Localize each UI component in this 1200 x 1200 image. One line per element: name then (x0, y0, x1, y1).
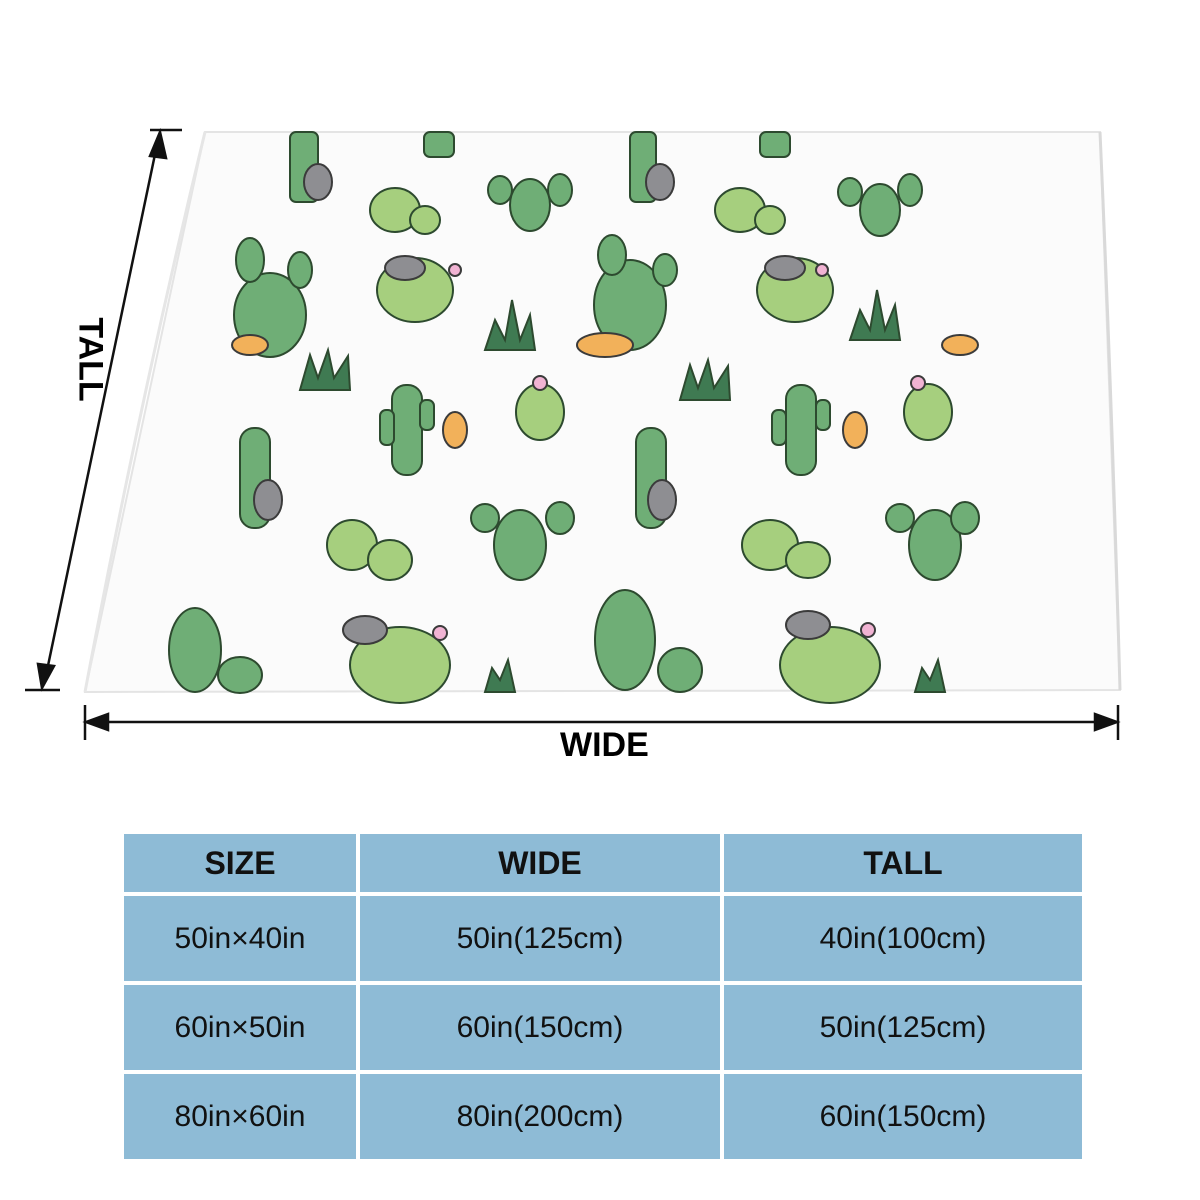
tall-label: TALL (71, 317, 110, 402)
cat-orange (231, 332, 979, 449)
header-size: SIZE (124, 834, 356, 892)
header-wide: WIDE (360, 834, 720, 892)
cell-size: 60in×50in (124, 985, 356, 1070)
size-table: SIZE WIDE TALL 50in×40in 50in(125cm) 40i… (120, 830, 1086, 1163)
cactus-prickly-pear (168, 173, 980, 694)
flower (432, 263, 926, 641)
cell-wide: 80in(200cm) (360, 1074, 720, 1159)
wide-label: WIDE (560, 726, 649, 764)
table-row: 80in×60in 80in(200cm) 60in(150cm) (124, 1074, 1082, 1159)
succulent (298, 289, 947, 693)
tall-dimension-arrow (25, 127, 182, 692)
table-row: 50in×40in 50in(125cm) 40in(100cm) (124, 896, 1082, 981)
cell-tall: 40in(100cm) (724, 896, 1082, 981)
cell-wide: 60in(150cm) (360, 985, 720, 1070)
cell-size: 50in×40in (124, 896, 356, 981)
header-tall: TALL (724, 834, 1082, 892)
table-row: 60in×50in 60in(150cm) 50in(125cm) (124, 985, 1082, 1070)
cell-wide: 50in(125cm) (360, 896, 720, 981)
cell-tall: 50in(125cm) (724, 985, 1082, 1070)
cell-tall: 60in(150cm) (724, 1074, 1082, 1159)
blanket-illustration (25, 127, 1122, 740)
wide-dimension-arrow (82, 705, 1121, 740)
cell-size: 80in×60in (124, 1074, 356, 1159)
cat-gray (253, 163, 831, 645)
table-header-row: SIZE WIDE TALL (124, 834, 1082, 892)
